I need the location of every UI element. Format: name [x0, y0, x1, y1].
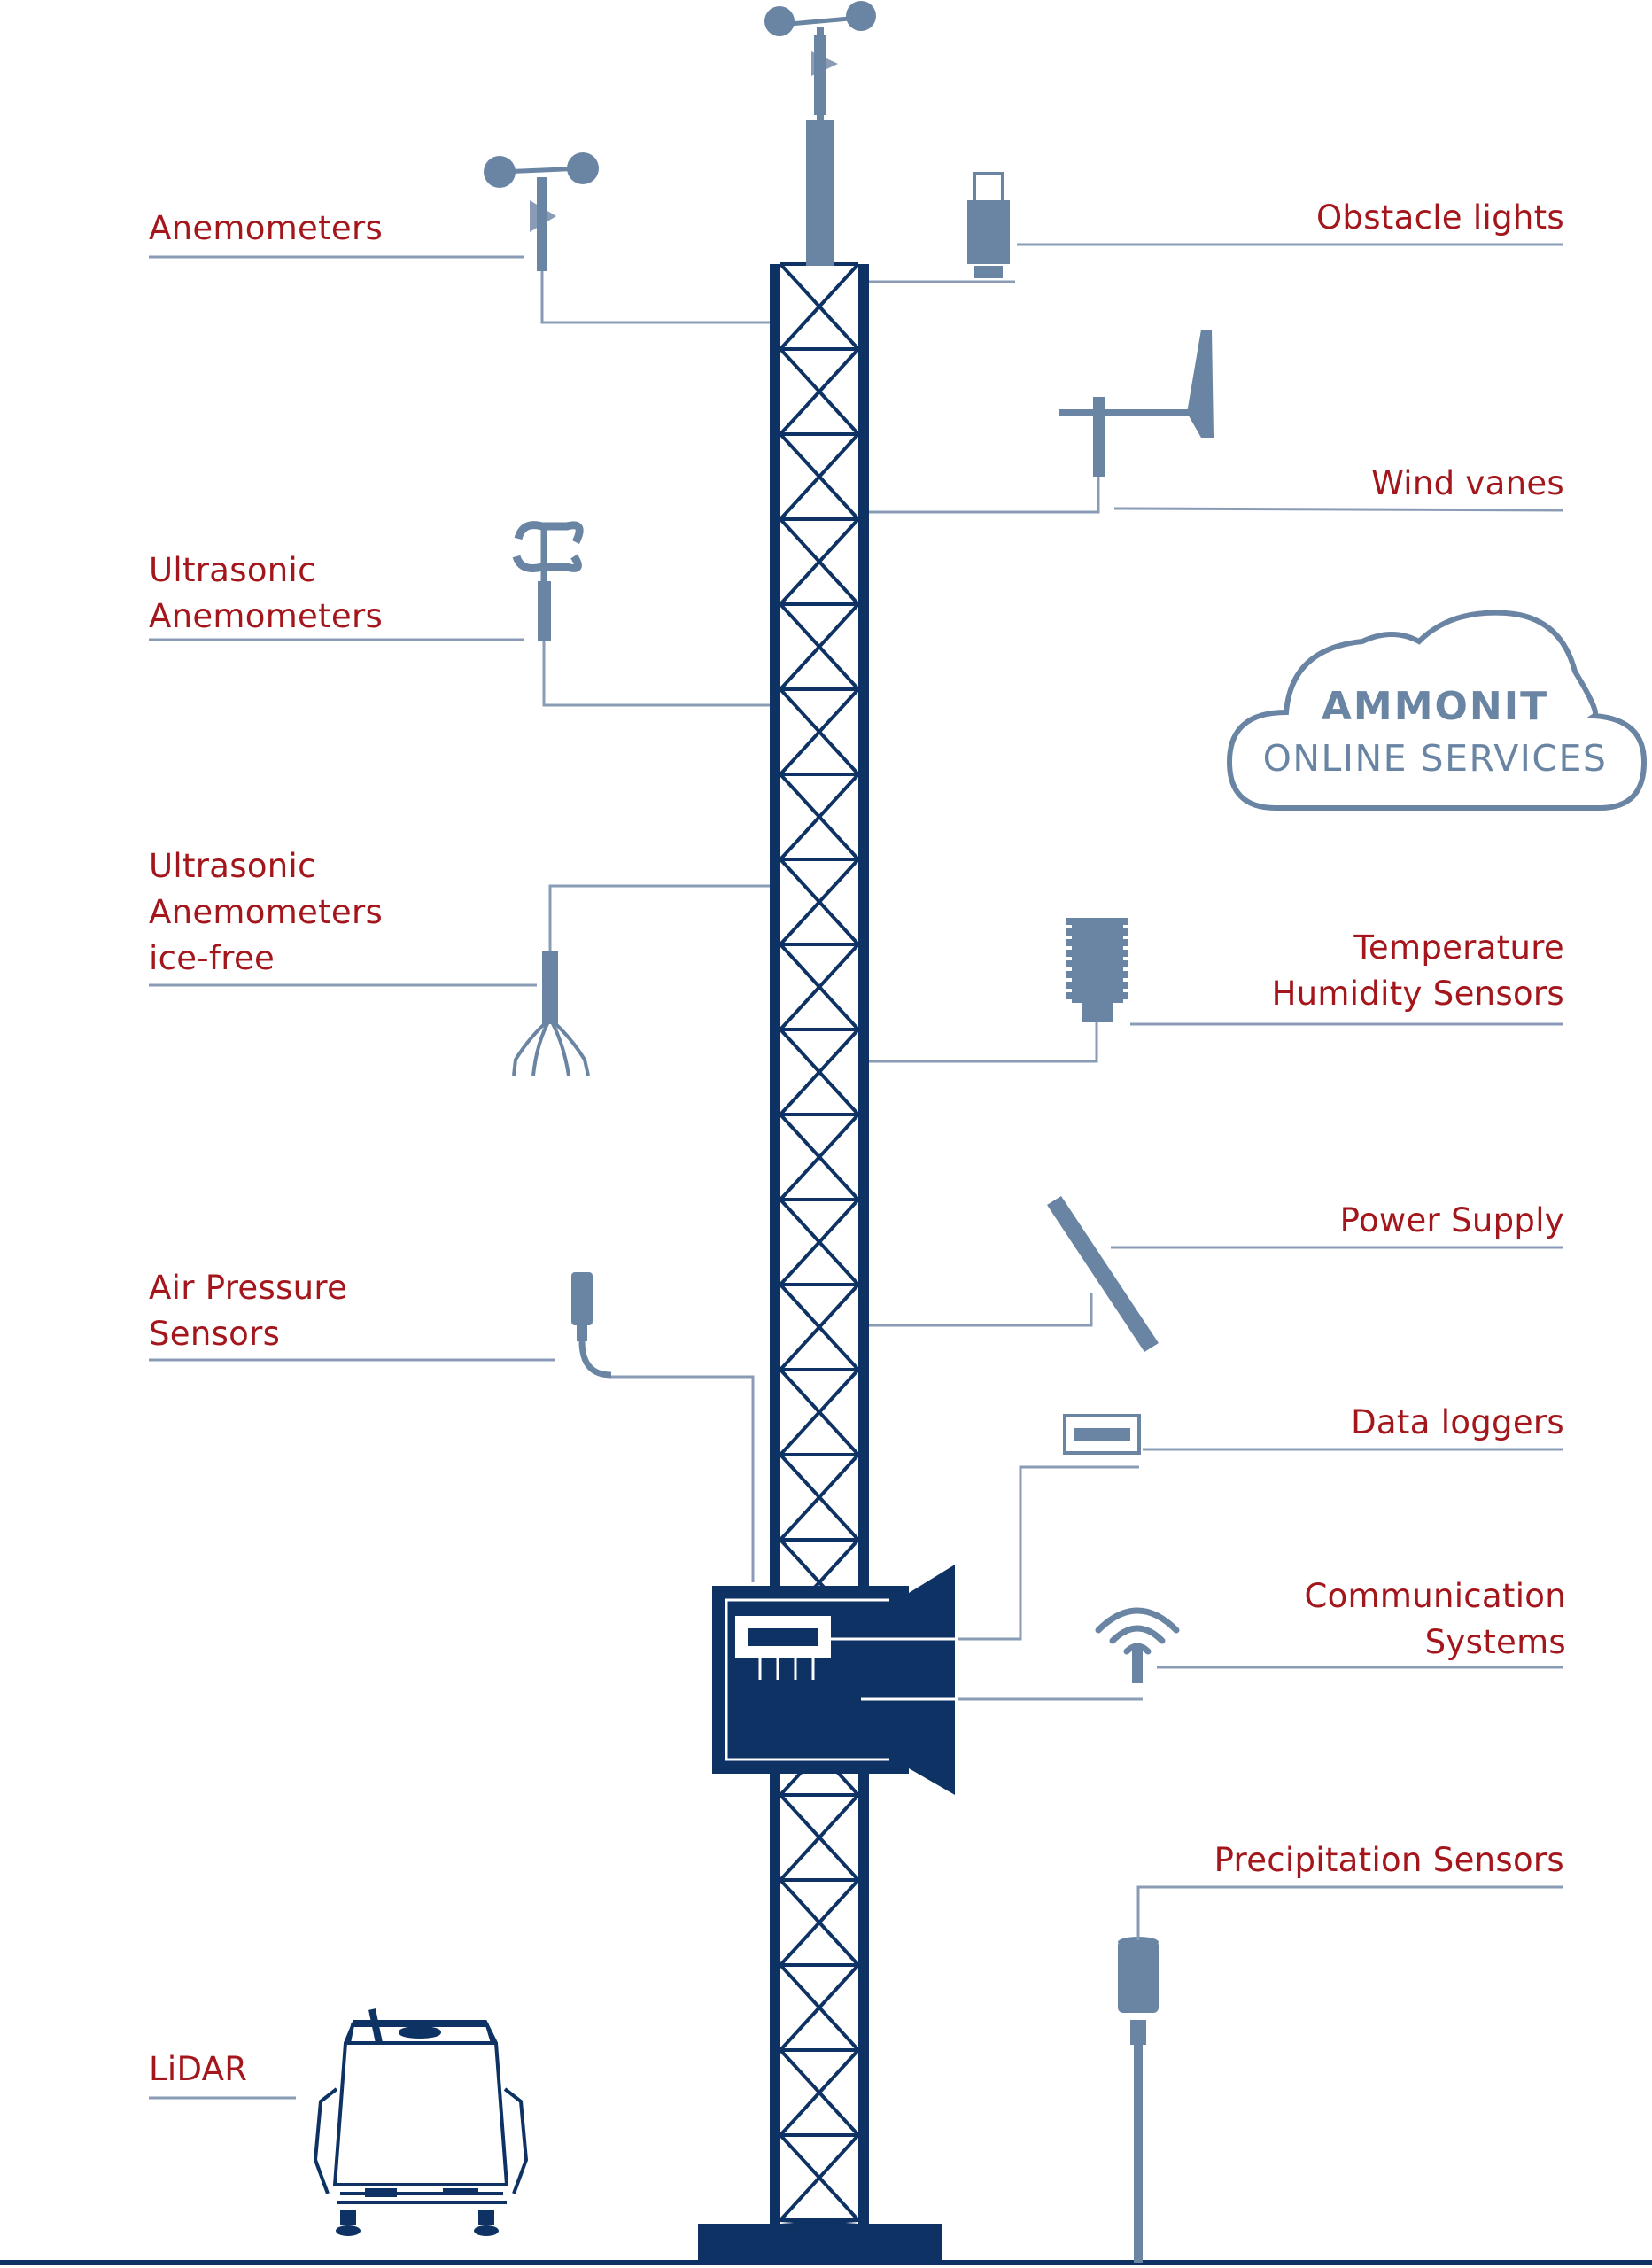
- ultrasonic-anemometer-icon: [512, 521, 584, 641]
- ice-free-ultrasonic-icon: [512, 951, 590, 1076]
- label-power-supply: Power Supply: [1339, 1201, 1564, 1239]
- ultrasonic-connector: [542, 641, 770, 707]
- label-anemometers: Anemometers: [149, 209, 384, 247]
- wind-vane-icon: [1059, 330, 1214, 477]
- label-line-1: Ultrasonic: [149, 551, 316, 589]
- temperature-humidity-icon: [1066, 918, 1128, 1022]
- data-logger-icon: [1063, 1414, 1141, 1455]
- wind-vane-leader-line: [1113, 507, 1564, 512]
- label-line-1: Temperature: [1353, 928, 1564, 967]
- label-line-3: ice-free: [149, 939, 275, 977]
- cloud-title: AMMONIT: [1321, 684, 1549, 729]
- wireless-icon: [1095, 1607, 1180, 1683]
- lidar-icon: [313, 2008, 529, 2236]
- label-ultrasonic-ice-free: Ultrasonic Anemometers ice-free: [149, 843, 383, 982]
- rain-gauge-icon: [1118, 1937, 1159, 2263]
- mast-top-pole: [806, 120, 834, 266]
- label-obstacle-lights: Obstacle lights: [1316, 198, 1564, 237]
- label-line-2: Anemometers: [149, 597, 384, 635]
- label-line-2: Systems: [1424, 1623, 1566, 1661]
- label-ultrasonic-anemometers: Ultrasonic Anemometers: [149, 548, 383, 640]
- power-supply-connector: [869, 1293, 1093, 1327]
- precipitation-connector: [1136, 1885, 1563, 1940]
- cloud-icon: [1226, 610, 1648, 811]
- label-communication: Communication Systems: [1304, 1573, 1566, 1666]
- logger-cabinet: [712, 1565, 955, 1795]
- air-pressure-sensor-icon: [571, 1272, 612, 1379]
- label-line-2: Humidity Sensors: [1271, 975, 1564, 1013]
- obstacle-light-icon: [967, 172, 1010, 278]
- label-air-pressure: Air Pressure Sensors: [149, 1265, 347, 1357]
- cloud-subtitle: ONLINE SERVICES: [1262, 737, 1608, 780]
- label-line-2: Anemometers: [149, 893, 384, 931]
- label-line-1: Ultrasonic: [149, 847, 316, 885]
- label-temperature-humidity: Temperature Humidity Sensors: [1272, 925, 1564, 1017]
- label-line-2: Sensors: [149, 1315, 281, 1353]
- tower-base: [698, 2224, 942, 2264]
- cup-anemometer-icon: [484, 152, 599, 271]
- label-precipitation: Precipitation Sensors: [1214, 1841, 1564, 1879]
- wind-vane-connector: [869, 477, 1100, 514]
- label-lidar: LiDAR: [149, 2050, 248, 2088]
- top-cup-anemometer-icon: [764, 1, 876, 115]
- lattice-tower: [770, 262, 869, 2227]
- label-line-1: Communication: [1304, 1577, 1566, 1615]
- data-logger-connector: [958, 1465, 1139, 1641]
- anemometer-connector: [540, 271, 770, 324]
- temperature-connector: [869, 1022, 1098, 1063]
- ice-free-connector: [548, 884, 770, 951]
- label-data-loggers: Data loggers: [1351, 1403, 1564, 1441]
- solar-panel-icon: [1047, 1196, 1159, 1352]
- air-pressure-connector: [611, 1375, 755, 1582]
- label-wind-vanes: Wind vanes: [1371, 464, 1564, 502]
- label-line-1: Air Pressure: [149, 1269, 348, 1307]
